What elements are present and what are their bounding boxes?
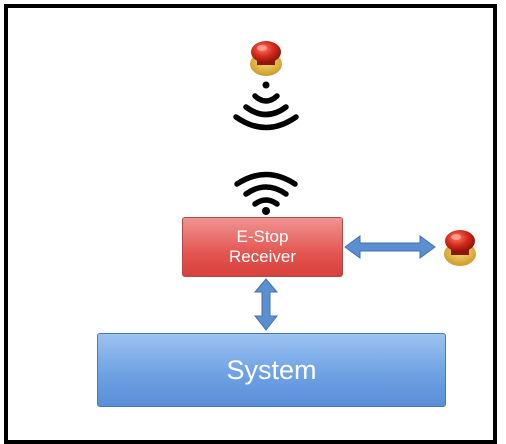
- link-arrow-vertical: [253, 278, 279, 331]
- link-arrow-horizontal: [344, 235, 436, 259]
- receiver-label-line1: E-Stop: [236, 227, 289, 246]
- signal-emit-icon: [233, 81, 299, 131]
- estop-top-icon: [250, 41, 282, 76]
- wifi-receive-icon: [234, 171, 298, 215]
- system-box: System: [97, 333, 446, 407]
- system-label: System: [226, 354, 317, 385]
- diagram-canvas: [233, 41, 476, 331]
- receiver-label-line2: Receiver: [228, 247, 297, 266]
- estop-wired-icon: [444, 230, 476, 266]
- estop-receiver-box: E-Stop Receiver: [182, 217, 343, 277]
